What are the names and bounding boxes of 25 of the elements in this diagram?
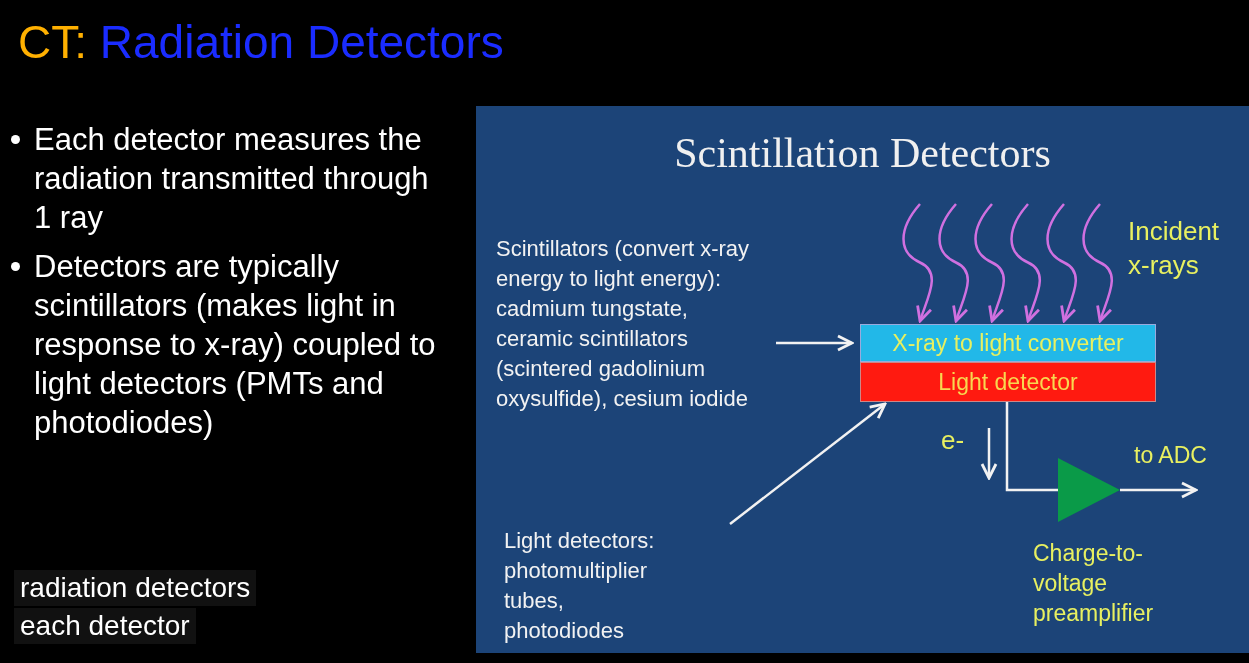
description-text: Scintillators (convert x-ray energy to light energy): cadmium tungstate, ceramic scintillators (scintered gadolinium oxysulfide), cesium iodide (496, 234, 768, 474)
panel-heading: Scintillation Detectors (673, 129, 1052, 178)
layer-box: Light detector (860, 362, 1156, 402)
wavy-arrow (1082, 203, 1113, 323)
arrow (729, 402, 887, 525)
wavy-arrow (1010, 203, 1041, 323)
connector-line (1005, 402, 1058, 492)
amplifier-caption: Charge-to-voltage preamplifier (1033, 539, 1155, 628)
wavy-arrow (1046, 203, 1077, 323)
wavy-arrow (902, 203, 933, 323)
subtitle-text: radiation detectors (14, 570, 257, 606)
slide-panel (476, 106, 1249, 653)
incident-label: Incident x-rays (1128, 215, 1221, 282)
arrow (1120, 481, 1198, 499)
arrow (776, 334, 854, 352)
bullet-text: Detectors are typically scintillators (makes light in response to x-ray) coupled to light detectors (PMTs and photodiodes) (34, 248, 437, 442)
electron-label: e- (941, 424, 965, 456)
subtitle-text: each detector (14, 608, 196, 644)
bullet-text: Each detector measures the radiation transmitted through 1 ray (34, 121, 430, 237)
description-text: Light detectors: photomultiplier tubes, photodiodes (504, 526, 704, 652)
wavy-arrow (974, 203, 1005, 323)
layer-box: X-ray to light converter (860, 324, 1156, 362)
slide-title: CT: Radiation Detectors (18, 15, 504, 70)
amplifier-triangle (1058, 458, 1120, 522)
wavy-arrow (938, 203, 969, 323)
